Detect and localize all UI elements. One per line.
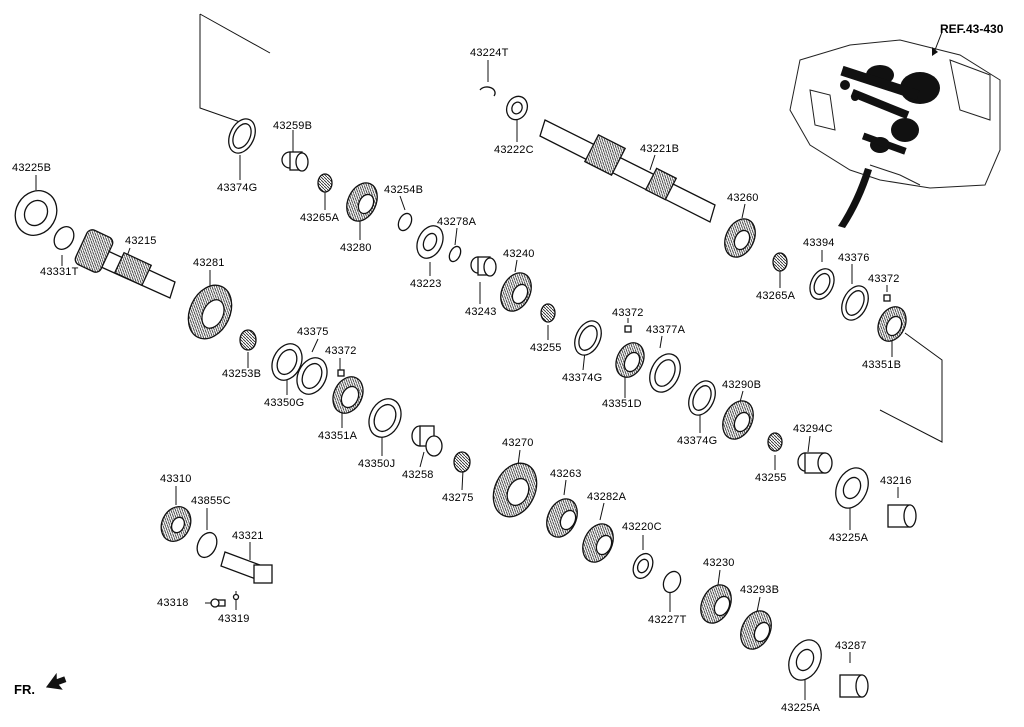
label-43265A-right[interactable]: 43265A [756,290,796,302]
label-43225A-mid[interactable]: 43225A [829,532,869,544]
label-43278A[interactable]: 43278A [437,216,477,228]
label-43294C[interactable]: 43294C [793,423,833,435]
label-43265A-top[interactable]: 43265A [300,212,340,224]
label-43263[interactable]: 43263 [550,468,582,480]
label-43287[interactable]: 43287 [835,640,867,652]
label-43259B[interactable]: 43259B [273,120,313,132]
label-43275[interactable]: 43275 [442,492,474,504]
label-43351A[interactable]: 43351A [318,430,358,442]
label-43374G-top[interactable]: 43374G [217,182,258,194]
label-43280[interactable]: 43280 [340,242,372,254]
label-43216[interactable]: 43216 [880,475,912,487]
label-43240[interactable]: 43240 [503,248,535,260]
label-43350G[interactable]: 43350G [264,397,305,409]
reference-label[interactable]: REF.43-430 [940,22,1004,36]
label-43375[interactable]: 43375 [297,326,329,338]
label-43215[interactable]: 43215 [125,235,157,247]
label-43282A[interactable]: 43282A [587,491,627,503]
label-43225B[interactable]: 43225B [12,162,52,174]
label-43293B[interactable]: 43293B [740,584,780,596]
label-43318[interactable]: 43318 [157,597,189,609]
label-43222C[interactable]: 43222C [494,144,534,156]
label-43372-a[interactable]: 43372 [325,345,357,357]
label-43260[interactable]: 43260 [727,192,759,204]
label-43372-b[interactable]: 43372 [612,307,644,319]
label-43319[interactable]: 43319 [218,613,250,625]
label-43331T[interactable]: 43331T [40,266,79,278]
label-43377A[interactable]: 43377A [646,324,686,336]
label-43321[interactable]: 43321 [232,530,264,542]
label-43221B[interactable]: 43221B [640,143,680,155]
label-43223[interactable]: 43223 [410,278,442,290]
label-43374G-lower[interactable]: 43374G [677,435,718,447]
label-43225A-lower[interactable]: 43225A [781,702,821,714]
label-43351D[interactable]: 43351D [602,398,642,410]
label-43394[interactable]: 43394 [803,237,835,249]
label-43227T[interactable]: 43227T [648,614,687,626]
label-43258[interactable]: 43258 [402,469,434,481]
label-43243[interactable]: 43243 [465,306,497,318]
label-43350J[interactable]: 43350J [358,458,396,470]
front-direction-label: FR. [14,682,35,697]
label-43220C[interactable]: 43220C [622,521,662,533]
label-43372-c[interactable]: 43372 [868,273,900,285]
label-43224T[interactable]: 43224T [470,47,509,59]
label-43270[interactable]: 43270 [502,437,534,449]
label-43374G-mid[interactable]: 43374G [562,372,603,384]
label-43281[interactable]: 43281 [193,257,225,269]
label-43376[interactable]: 43376 [838,252,870,264]
label-43255-mid[interactable]: 43255 [530,342,562,354]
label-43255-lower[interactable]: 43255 [755,472,787,484]
label-43254B[interactable]: 43254B [384,184,424,196]
label-43351B[interactable]: 43351B [862,359,902,371]
label-43230[interactable]: 43230 [703,557,735,569]
label-43290B[interactable]: 43290B [722,379,762,391]
label-43855C[interactable]: 43855C [191,495,231,507]
label-43310[interactable]: 43310 [160,473,192,485]
label-43253B[interactable]: 43253B [222,368,262,380]
